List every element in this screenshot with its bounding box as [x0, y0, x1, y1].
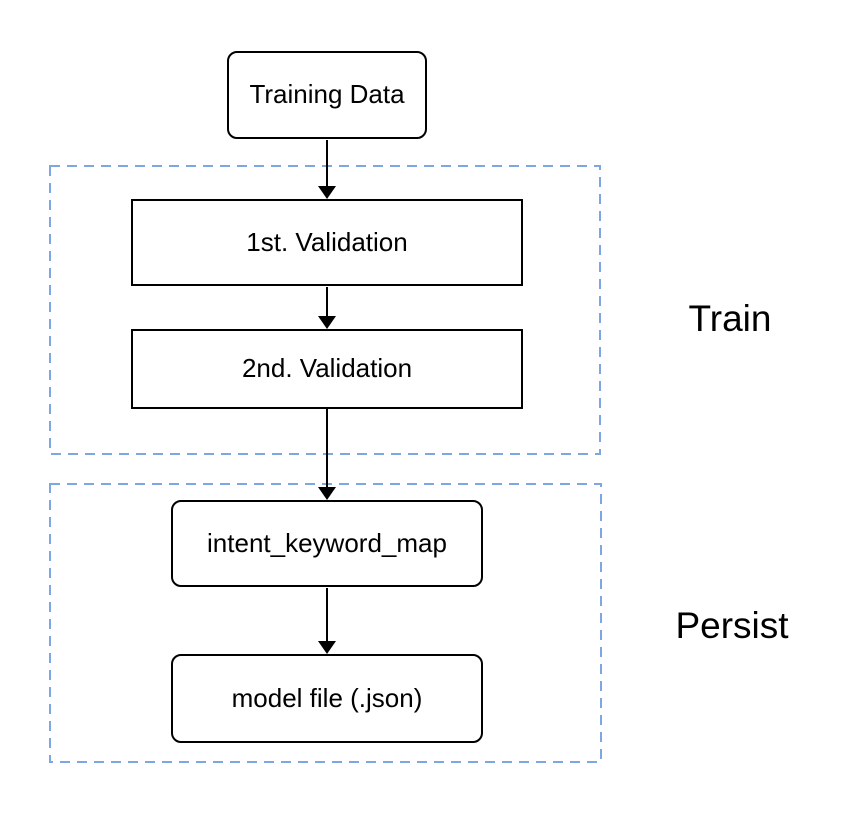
node-first-validation: 1st. Validation [131, 199, 523, 286]
node-model-file: model file (.json) [171, 654, 483, 743]
node-intent-keyword-map: intent_keyword_map [171, 500, 483, 587]
arrowhead-second-to-intent [318, 487, 336, 500]
group-label-train: Train [688, 297, 772, 339]
node-second-validation: 2nd. Validation [131, 329, 523, 409]
node-training-data: Training Data [227, 51, 427, 139]
arrowhead-intent-to-model [318, 641, 336, 654]
node-intent-keyword-map-label: intent_keyword_map [207, 527, 447, 558]
node-first-validation-label: 1st. Validation [246, 226, 408, 257]
group-label-persist: Persist [675, 604, 789, 646]
arrowhead-training-to-first [318, 186, 336, 199]
node-second-validation-label: 2nd. Validation [241, 353, 413, 384]
arrowhead-first-to-second [318, 316, 336, 329]
node-training-data-label: Training Data [249, 79, 405, 110]
node-model-file-label: model file (.json) [231, 682, 423, 713]
